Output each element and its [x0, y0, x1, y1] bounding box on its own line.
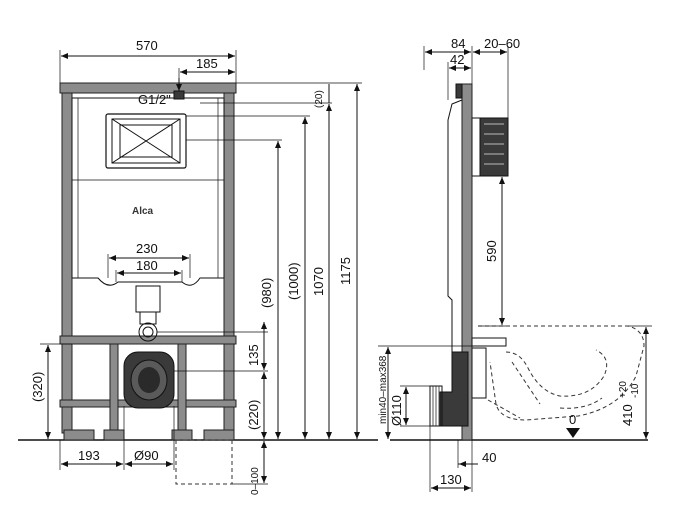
dim-40: 40 [482, 450, 496, 465]
dim-230: 230 [136, 241, 158, 256]
front-view: G1/2" Alca 570 185 230 180 [30, 38, 362, 495]
dim-1000: (1000) [286, 262, 301, 300]
dim-1070: 1070 [311, 267, 326, 296]
dim-180: 180 [136, 258, 158, 273]
dim-320: (320) [30, 372, 45, 402]
dim-84: 84 [451, 36, 465, 51]
dim-pipe-diameter: Ø110 [389, 395, 404, 426]
drain-elbow [123, 351, 175, 409]
tolerance-plus: +20 [618, 381, 629, 398]
dim-220: (220) [246, 400, 261, 430]
dim-20-60: 20–60 [484, 36, 520, 51]
side-view: 84 42 20–60 590 min40–max368 Ø110 130 40… [378, 36, 652, 492]
dim-drain-diameter: Ø90 [134, 448, 159, 463]
brand-logo: Alca [132, 206, 154, 217]
tolerance-minus: -10 [630, 383, 641, 398]
dim-185: 185 [196, 56, 218, 71]
dim-193: 193 [78, 448, 100, 463]
inlet-thread-label: G1/2" [138, 92, 171, 107]
dim-590: 590 [484, 240, 499, 262]
flush-plate-opening [105, 113, 187, 169]
dim-1175: 1175 [338, 257, 353, 285]
dim-570: 570 [136, 38, 158, 53]
dim-min-max: min40–max368 [378, 355, 389, 424]
dim-410: 410 [620, 404, 635, 426]
floor-zero-marker-icon [566, 428, 580, 438]
water-inlet-icon [173, 78, 185, 100]
dim-980: (980) [259, 278, 274, 308]
dim-130: 130 [440, 472, 462, 487]
dim-floor-adjust: 0–100 [250, 467, 261, 495]
dim-42: 42 [450, 52, 464, 67]
dim-zero: 0 [569, 412, 576, 427]
toilet-bowl-outline [478, 325, 645, 421]
dim-20: (20) [314, 90, 325, 108]
dim-135: 135 [246, 344, 261, 366]
